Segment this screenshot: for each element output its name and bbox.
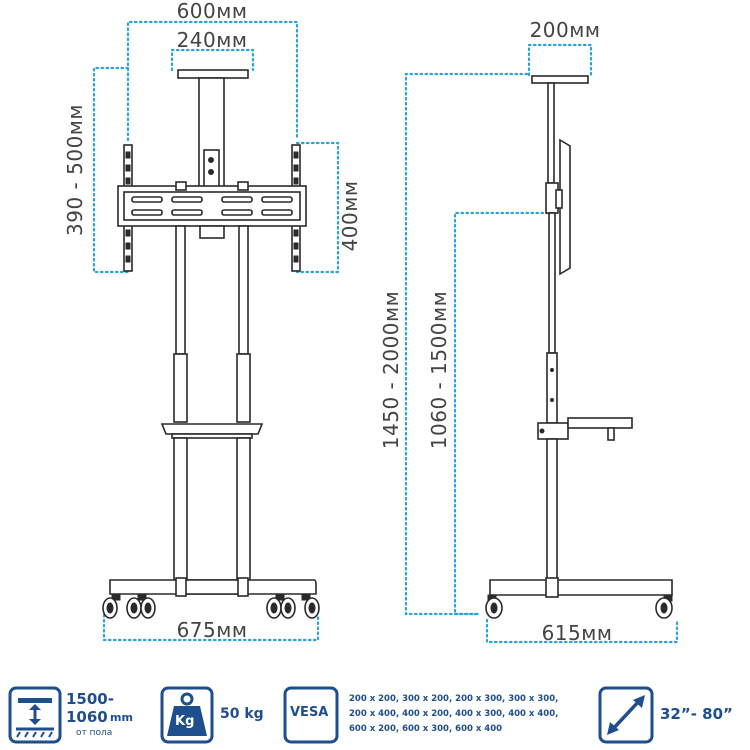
vesa-range-label: 390 - 500мм	[63, 104, 87, 236]
vesa-icon	[283, 686, 339, 744]
height-value-line1: 1500-	[66, 690, 114, 708]
front-shelf	[160, 423, 264, 435]
side-pole-upper	[548, 212, 556, 354]
spec-bar: 1500- 1060 mm от пола Kg 50 kg VESA 200 …	[0, 680, 750, 750]
dim-vesa-400	[295, 141, 340, 274]
dim-vesa-390-500	[92, 66, 130, 274]
dim-plate-240	[170, 48, 255, 72]
dim-base-675	[102, 613, 320, 642]
vesa-badge: VESA	[290, 705, 329, 720]
left-pole-upper	[175, 225, 186, 355]
side-wheels	[485, 594, 673, 619]
dim-base-615	[485, 618, 679, 644]
spec-weight: Kg 50 kg	[160, 686, 280, 744]
height-unit: mm	[110, 711, 133, 724]
spec-height: 1500- 1060 mm от пола	[8, 686, 158, 744]
vesa-height-label: 400мм	[338, 181, 362, 252]
side-base-label: 615мм	[542, 621, 613, 645]
width-label: 600мм	[177, 0, 248, 23]
side-pole-sleeve	[546, 352, 558, 424]
left-pole-sleeve	[173, 353, 188, 423]
front-view: 600мм 240мм 390 - 500мм 400мм 675мм	[63, 0, 362, 642]
side-pole-lower	[546, 438, 558, 580]
dim-plate-200	[527, 43, 593, 77]
height-value-line2: 1060	[66, 708, 108, 726]
screen-diagonal-icon	[598, 686, 654, 744]
front-top-plate	[177, 69, 249, 79]
side-upper-mast	[547, 82, 555, 184]
technical-drawing: 600мм 240мм 390 - 500мм 400мм 675мм	[63, 0, 679, 645]
height-from-floor-icon	[8, 686, 62, 744]
front-wheels	[102, 593, 320, 619]
vesa-line2: 200 x 400, 400 x 200, 400 x 300, 400 x 4…	[349, 709, 559, 719]
weight-icon	[160, 686, 214, 744]
front-base	[109, 579, 317, 595]
side-view: 200мм 1450 - 2000мм 1060 - 1500мм 615мм	[379, 18, 679, 645]
dim-height-1450-2000	[404, 72, 529, 616]
total-height-label: 1450 - 2000мм	[379, 291, 403, 449]
side-plate-label: 200мм	[530, 18, 601, 42]
mount-height-label: 1060 - 1500мм	[427, 291, 451, 449]
vesa-line3: 600 x 200, 600 x 300, 600 x 400	[349, 724, 503, 734]
dim-width-600	[126, 20, 299, 142]
right-pole-lower	[236, 437, 251, 581]
right-pole-upper	[238, 225, 249, 355]
dim-height-1060-1500	[453, 211, 550, 616]
plate-label: 240мм	[177, 28, 248, 52]
height-caption: от пола	[76, 728, 113, 738]
right-pole-sleeve	[236, 353, 251, 423]
vesa-line1: 200 x 200, 300 x 200, 200 x 300, 300 x 3…	[349, 694, 559, 704]
weight-value: 50 kg	[220, 706, 264, 722]
side-shelf	[567, 417, 633, 429]
side-base	[489, 579, 673, 596]
base-width-label: 675мм	[177, 618, 248, 642]
side-top-plate	[531, 75, 589, 84]
left-pole-lower	[173, 437, 188, 581]
weight-icon-text: Kg	[175, 714, 195, 729]
screen-size-value: 32”- 80”	[660, 705, 733, 723]
spec-vesa: VESA 200 x 200, 300 x 200, 200 x 300, 30…	[283, 686, 588, 744]
spec-screen: 32”- 80”	[598, 686, 746, 744]
side-screen-bracket	[559, 138, 571, 276]
